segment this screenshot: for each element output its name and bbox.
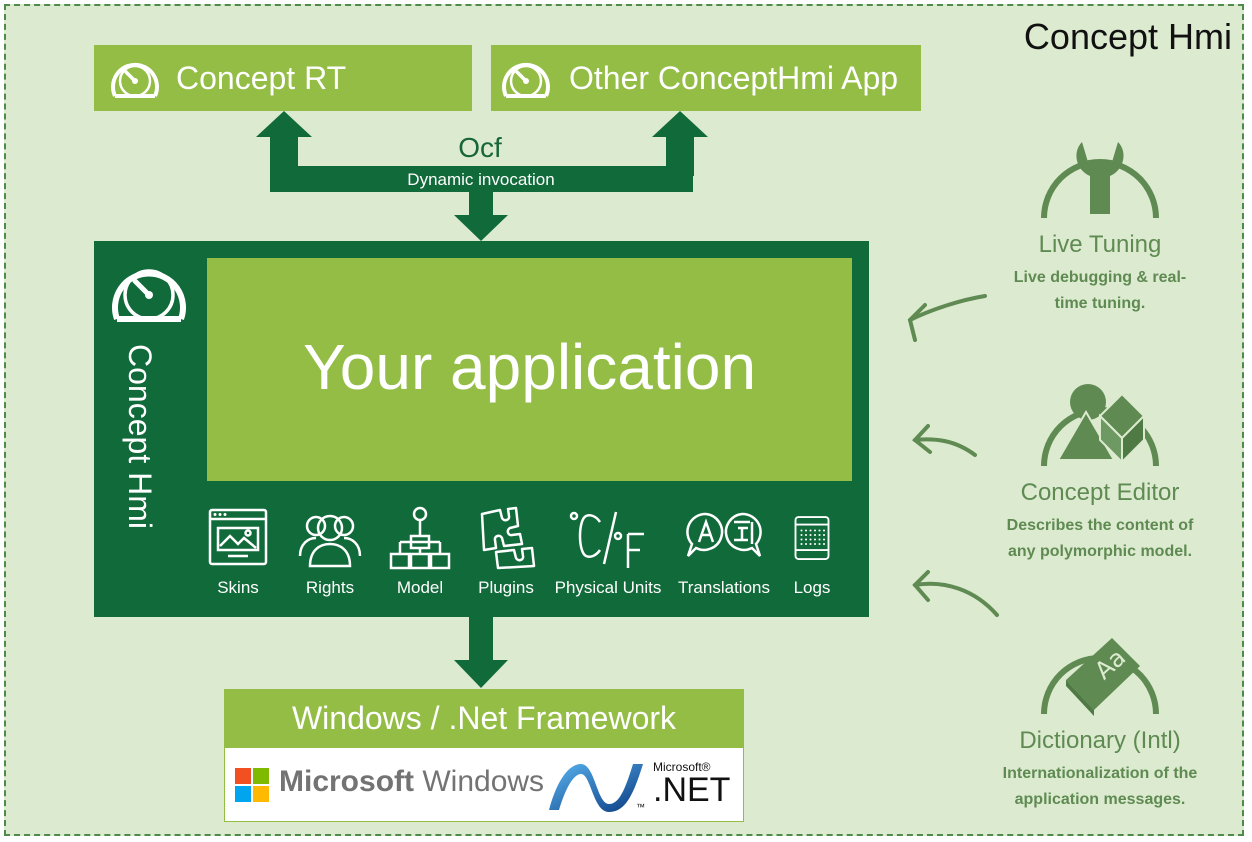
tool-description: Describes the content of any polymorphic… <box>1006 517 1194 560</box>
wrench-icon <box>1041 142 1159 219</box>
gauge-icon <box>111 62 159 98</box>
ocf-subtitle: Dynamic invocation <box>407 170 555 189</box>
concept-rt-label: Concept RT <box>176 59 347 96</box>
arrow-up-left <box>256 111 312 137</box>
feature-label: Logs <box>793 578 831 597</box>
arrow-down-platform <box>454 660 508 688</box>
feature-label: Plugins <box>478 578 534 597</box>
platform-logos: Microsoft Windows Microsoft® .NET ™ <box>224 747 744 822</box>
tool-description: Internationalization of the application … <box>1002 765 1198 808</box>
dotnet-wave-icon <box>549 764 643 812</box>
feature-model: Model <box>388 506 452 602</box>
feature-logs: Logs <box>788 506 836 602</box>
hierarchy-icon <box>389 506 451 570</box>
tool-name: Concept Editor <box>1020 479 1180 506</box>
tool-name: Live Tuning <box>1038 231 1162 258</box>
your-application-label: Your application <box>302 330 757 403</box>
tool-live-tuning: Live Tuning Live debugging & real-time t… <box>980 110 1220 317</box>
tool-dictionary: Aa Dictionary (Intl) Internationalizatio… <box>980 610 1220 813</box>
gauge-icon <box>112 269 186 322</box>
translate-icon <box>686 512 762 557</box>
feature-skins: Skins <box>205 506 271 602</box>
other-app-box: Other ConceptHmi App <box>491 45 921 111</box>
feature-label: Rights <box>305 578 355 597</box>
notebook-icon <box>794 516 830 560</box>
users-icon <box>298 514 362 568</box>
feature-plugins: Plugins <box>474 506 538 602</box>
microsoft-windows-wordmark: Microsoft Windows <box>279 765 545 798</box>
ocf-bus <box>270 166 693 192</box>
skin-window-icon <box>208 508 268 566</box>
feature-physical-units: Physical Units <box>554 506 662 602</box>
feature-rights: Rights <box>294 506 366 602</box>
tool-description: Live debugging & real-time tuning. <box>1013 269 1187 312</box>
concept-hmi-core: Concept Hmi Your application Skins <box>94 241 869 617</box>
arrow-up-right <box>652 111 708 137</box>
feature-label: Translations <box>678 578 770 597</box>
dotnet-wordmark: Microsoft® .NET <box>653 760 731 809</box>
celsius-fahrenheit-icon <box>569 511 644 568</box>
dictionary-icon: Aa <box>1041 638 1159 716</box>
gauge-icon <box>502 62 550 98</box>
corner-title: Concept Hmi <box>1023 16 1232 57</box>
core-title: Concept Hmi <box>121 343 158 529</box>
tool-name: Dictionary (Intl) <box>1019 727 1181 754</box>
feature-label: Model <box>396 578 444 597</box>
concept-rt-box: Concept RT <box>94 45 472 111</box>
feature-translations: Translations <box>676 506 772 602</box>
dotnet-tm: ™ <box>636 802 645 812</box>
arrow-down-core <box>454 215 508 241</box>
your-application-box: Your application <box>207 258 852 481</box>
shapes-icon <box>1041 384 1159 467</box>
puzzle-icon <box>480 506 536 570</box>
ocf-title: Ocf <box>458 132 502 163</box>
feature-label: Physical Units <box>554 578 662 597</box>
tool-concept-editor: Concept Editor Describes the content of … <box>980 358 1220 565</box>
feature-label: Skins <box>217 578 259 597</box>
tool-arrows <box>907 294 999 617</box>
windows-logo-icon <box>235 768 269 802</box>
other-app-label: Other ConceptHmi App <box>569 59 899 96</box>
platform-title: Windows / .Net Framework <box>224 689 744 747</box>
